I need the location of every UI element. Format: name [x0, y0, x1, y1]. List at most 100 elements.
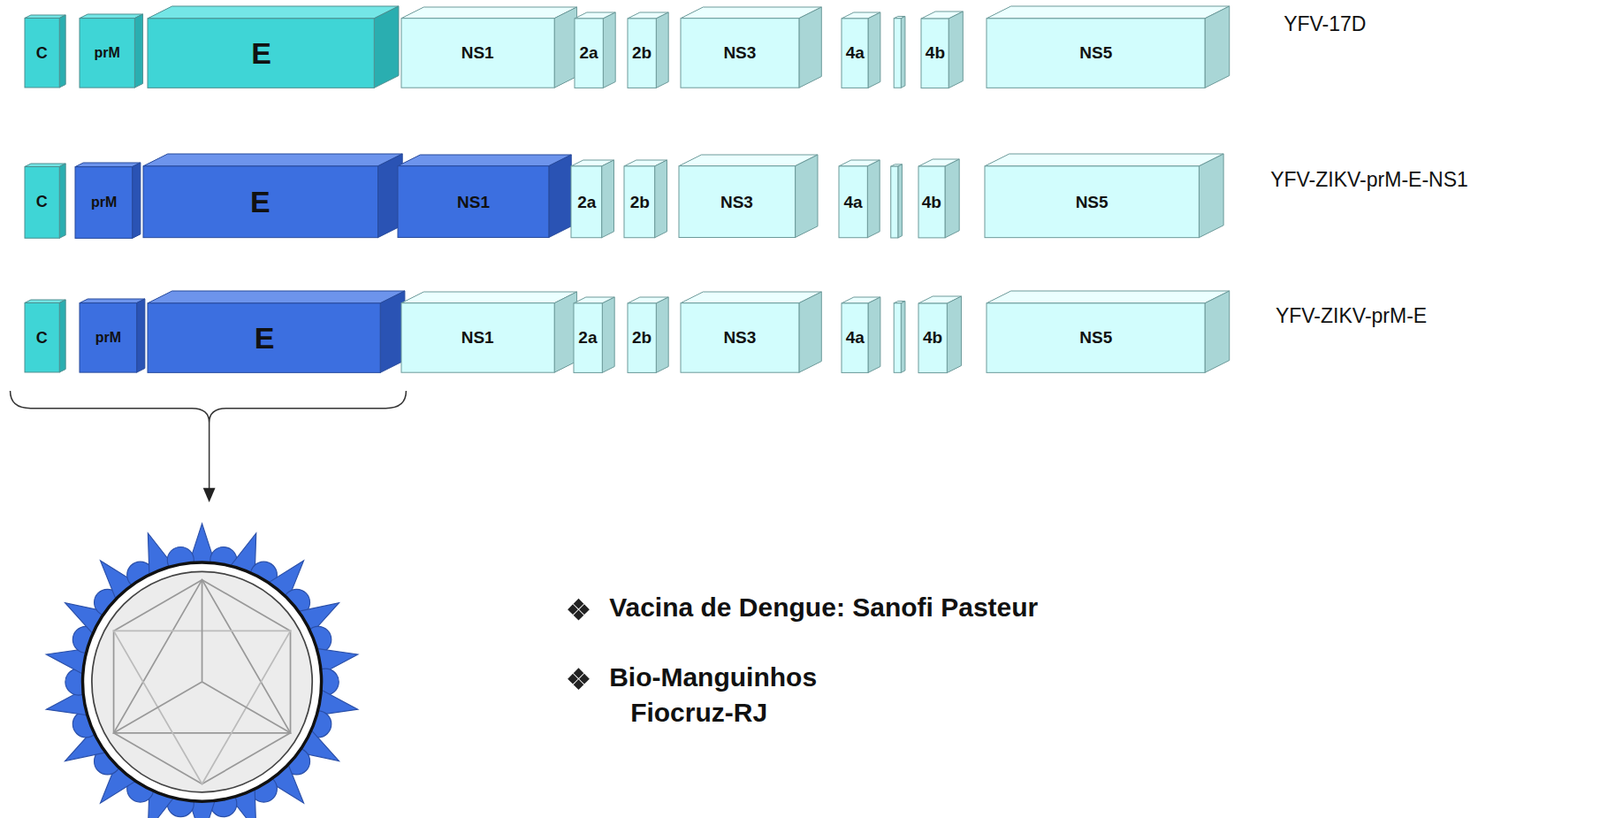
small-genome-box: [891, 164, 903, 238]
gene-label: NS1: [457, 192, 490, 213]
box-side-face: [867, 160, 880, 238]
box-front-face: [841, 303, 869, 373]
box-face: NS5: [986, 303, 1205, 373]
construct-name: YFV-17D: [1283, 10, 1366, 39]
capsid-core: [91, 571, 313, 792]
box-side-face: [59, 299, 66, 373]
gene-box: 4b: [918, 159, 960, 238]
box-front-face: [147, 303, 381, 373]
note-text: Vacina de Dengue: Sanofi Pasteur: [609, 589, 1038, 626]
box-side-face: [374, 6, 400, 88]
bullet-symbol: [567, 598, 590, 621]
box-face: prM: [79, 18, 135, 88]
brace: [10, 390, 407, 423]
box-side-face: [1204, 290, 1230, 373]
box-shape: [147, 6, 399, 88]
gene-label: E: [251, 36, 272, 71]
box-front-face: [573, 303, 602, 373]
box-side-face: [799, 7, 822, 88]
box-top-face: [147, 6, 399, 19]
box-face: 2a: [573, 303, 602, 373]
box-top-face: [143, 153, 403, 167]
box-top-face: [984, 153, 1224, 167]
box-side-face: [602, 12, 616, 88]
gene-box: E: [143, 153, 403, 238]
box-front-face: [918, 166, 945, 238]
box-front-face: [893, 303, 901, 373]
gene-box: prM: [79, 298, 145, 373]
box-face: 4b: [921, 18, 949, 88]
box-front-face: [680, 18, 800, 88]
box-front-face: [571, 166, 602, 238]
box-face: prM: [75, 166, 133, 238]
box-face: E: [147, 18, 374, 88]
box-face: 2a: [571, 166, 602, 238]
box-side-face: [548, 154, 572, 238]
box-top-face: [680, 291, 822, 304]
box-face: NS3: [680, 18, 800, 88]
gene-label: 4b: [925, 43, 945, 63]
gene-label: 2a: [577, 192, 596, 213]
box-side-face: [794, 154, 817, 238]
box-side-face: [137, 298, 145, 373]
gene-label: NS5: [1079, 327, 1113, 348]
gene-box: C: [24, 163, 66, 238]
arrow-head: [203, 487, 216, 503]
gene-label: prM: [91, 194, 117, 211]
box-face: 4b: [918, 303, 947, 373]
box-face: 4a: [841, 18, 869, 88]
gene-label: NS1: [461, 327, 495, 348]
box-front-face: [680, 303, 800, 373]
gene-label: 2b: [630, 192, 650, 213]
box-front-face: [838, 166, 868, 238]
small-genome-box: [893, 301, 906, 374]
box-side-face: [1204, 6, 1230, 88]
box-front-face: [986, 303, 1205, 373]
box-side-face: [799, 291, 822, 373]
box-side-face: [900, 15, 906, 88]
box-top-face: [147, 290, 405, 304]
box-front-face: [24, 18, 60, 88]
box-face: E: [147, 303, 381, 373]
box-front-face: [627, 303, 656, 373]
bullet-symbol: [567, 667, 590, 690]
box-front-face: [627, 18, 656, 88]
gene-label: NS3: [723, 327, 756, 348]
box-front-face: [918, 303, 947, 373]
gene-label: prM: [94, 45, 121, 61]
box-face: NS5: [986, 18, 1205, 88]
box-face: 4a: [838, 166, 868, 238]
box-front-face: [75, 166, 133, 238]
gene-box: 4b: [921, 11, 963, 89]
box-side-face: [59, 15, 66, 88]
gene-label: E: [254, 320, 275, 356]
box-face: 2b: [624, 166, 656, 238]
gene-box: NS3: [680, 291, 822, 373]
gene-label: C: [36, 328, 48, 348]
box-face: C: [24, 166, 60, 238]
gene-label: NS3: [723, 43, 756, 63]
small-genome-box: [893, 15, 906, 88]
box-side-face: [898, 164, 903, 238]
virion-illustration: [45, 523, 358, 818]
gene-label: C: [36, 192, 48, 212]
box-face: NS3: [680, 303, 800, 373]
box-shape: [147, 290, 405, 373]
box-front-face: [841, 18, 869, 88]
box-side-face: [900, 301, 906, 374]
box-face: 4a: [841, 303, 869, 373]
box-front-face: [24, 166, 60, 238]
box-face: NS3: [678, 166, 796, 238]
box-front-face: [147, 18, 374, 88]
box-face: 2b: [627, 18, 656, 88]
box-top-face: [79, 14, 144, 19]
box-side-face: [944, 159, 960, 238]
gene-box: 4a: [841, 12, 881, 88]
gene-box: NS3: [680, 7, 822, 88]
icosahedron-lines: [114, 579, 291, 785]
gene-box: 2a: [574, 12, 616, 88]
box-top-face: [680, 7, 822, 19]
gene-box: NS5: [986, 290, 1230, 373]
box-face: 2a: [574, 18, 603, 88]
